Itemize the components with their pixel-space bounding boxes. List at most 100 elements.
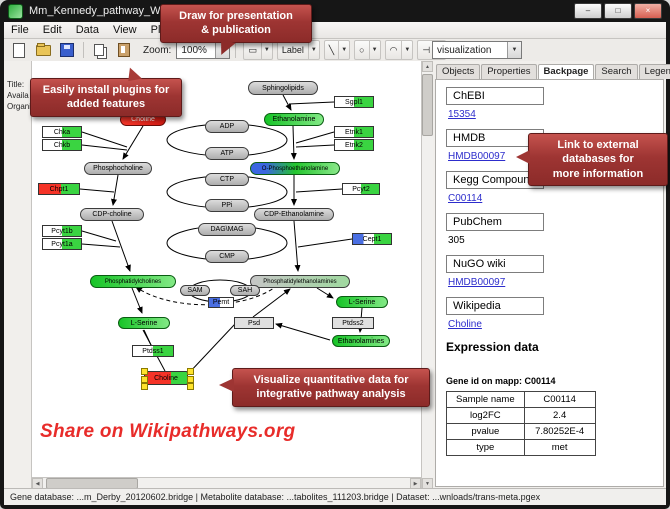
cell-sample-value: C00114: [523, 391, 596, 408]
callout-plugins-line2: added features: [66, 98, 146, 111]
minimize-button[interactable]: –: [574, 3, 602, 19]
paste-button[interactable]: [113, 40, 135, 60]
arc-tool-button[interactable]: ◠▼: [384, 40, 414, 60]
tab-search[interactable]: Search: [595, 64, 638, 79]
shape-tool-button[interactable]: ○▼: [354, 40, 381, 60]
tab-backpage[interactable]: Backpage: [537, 64, 595, 79]
pathway-node-phosphatidylethanolamines[interactable]: Phosphatidylethanolamines: [250, 275, 350, 288]
tab-objects[interactable]: Objects: [436, 64, 481, 79]
pathway-node-ppi[interactable]: PPi: [205, 199, 249, 212]
cell-sample-label: Sample name: [446, 391, 525, 408]
pathway-node-atp[interactable]: ATP: [205, 147, 249, 160]
pathway-node-l-serine-left[interactable]: L-Serine: [118, 317, 170, 329]
callout-visualize-line1: Visualize quantitative data for: [253, 374, 409, 386]
tab-properties[interactable]: Properties: [481, 64, 537, 79]
menu-view[interactable]: View: [112, 24, 137, 36]
pathway-node-sam[interactable]: SAM: [180, 285, 210, 296]
pathway-node-ethanolamines[interactable]: Ethanolamines: [332, 335, 390, 347]
selection-handle[interactable]: [187, 383, 194, 390]
pathway-node-sphingolipids[interactable]: Sphingolipids: [248, 81, 318, 95]
pathway-node-cept1[interactable]: Cept1: [352, 233, 392, 245]
info-label-organism: Organi: [7, 102, 32, 111]
vertical-scrollbar[interactable]: ▲ ▼: [421, 61, 433, 489]
chevron-down-icon[interactable]: ▼: [260, 41, 272, 59]
datanode-tool-button[interactable]: ▭▼: [243, 40, 273, 60]
chevron-down-icon[interactable]: ▼: [507, 42, 521, 58]
client-area: File Edit Data View Plugins Help Zoom: 1…: [4, 22, 670, 505]
callout-visualize: Visualize quantitative data for integrat…: [219, 368, 430, 407]
pathway-node-dag-mag[interactable]: DAG\MAG: [198, 223, 256, 236]
db-section-nugo: NuGO wiki HMDB00097: [446, 255, 653, 288]
chevron-down-icon[interactable]: ▼: [368, 41, 380, 59]
copy-button[interactable]: [89, 40, 111, 60]
cell-type-value: met: [523, 439, 596, 456]
pathway-node-ethanolamine[interactable]: Ethanolamine: [264, 113, 324, 126]
pathway-node-choline-selected[interactable]: Choline: [141, 368, 194, 390]
scroll-up-icon[interactable]: ▲: [422, 61, 433, 72]
pathway-node-etnk2[interactable]: Etnk2: [334, 139, 374, 151]
menu-edit[interactable]: Edit: [42, 24, 62, 36]
pathway-node-cmp[interactable]: CMP: [205, 250, 249, 263]
menu-data[interactable]: Data: [75, 24, 99, 36]
maximize-button[interactable]: □: [604, 3, 632, 19]
pubchem-value: 305: [448, 235, 465, 246]
save-button[interactable]: [56, 40, 78, 60]
chevron-down-icon[interactable]: ▼: [401, 41, 412, 59]
selection-handle[interactable]: [141, 383, 148, 390]
info-label-availability: Availa: [7, 91, 29, 100]
chebi-link[interactable]: 15354: [448, 109, 476, 120]
caption-buttons: – □ ×: [574, 3, 662, 19]
new-file-button[interactable]: [8, 40, 30, 60]
pathway-node-etnk1[interactable]: Etnk1: [334, 126, 374, 138]
open-button[interactable]: [32, 40, 54, 60]
nugo-link[interactable]: HMDB00097: [448, 277, 506, 288]
pathway-node-cdp-choline[interactable]: CDP-choline: [80, 208, 144, 221]
share-wikipathways-text: Share on Wikipathways.org: [40, 421, 296, 442]
pathway-node-chpt1[interactable]: Chpt1: [38, 183, 80, 195]
kegg-link[interactable]: C00114: [448, 193, 483, 204]
pathway-node-l-serine-right[interactable]: L-Serine: [336, 296, 388, 308]
selection-handle[interactable]: [141, 368, 148, 375]
save-icon: [60, 43, 74, 57]
pathway-node-ctp[interactable]: CTP: [205, 173, 249, 186]
selection-handle[interactable]: [187, 376, 194, 383]
pathway-node-cdp-ethanolamine[interactable]: CDP-Ethanolamine: [254, 208, 334, 221]
pathway-node-adp[interactable]: ADP: [205, 120, 249, 133]
vertical-scroll-thumb[interactable]: [422, 74, 433, 136]
cell-log2fc-label: log2FC: [446, 407, 525, 424]
pathway-node-ptdss2[interactable]: Ptdss2: [332, 317, 374, 329]
pathway-node-chka[interactable]: Chka: [42, 126, 82, 138]
selection-handle[interactable]: [187, 368, 194, 375]
menu-file[interactable]: File: [11, 24, 29, 36]
pathway-node-pemt[interactable]: Pemt: [208, 297, 234, 308]
pathway-node-o-phosphoethanolamine[interactable]: O-Phosphoethanolamine: [250, 162, 340, 175]
callout-link-line1: Link to external: [557, 139, 639, 151]
pathway-node-sah[interactable]: SAH: [230, 285, 260, 296]
arc-icon: ◠: [389, 44, 398, 55]
pathway-node-pcyt1a[interactable]: Pcyt1a: [42, 238, 82, 250]
visualization-value: visualization: [437, 44, 492, 56]
pathway-node-ptdss1[interactable]: Ptdss1: [132, 345, 174, 357]
pathway-node-psd[interactable]: Psd: [234, 317, 274, 329]
pathway-node-chkb[interactable]: Chkb: [42, 139, 82, 151]
datanode-icon: ▭: [248, 44, 257, 55]
line-tool-button[interactable]: ╲▼: [323, 40, 351, 60]
db-header-chebi: ChEBI: [446, 87, 544, 105]
pathway-node-pcyt1b[interactable]: Pcyt1b: [42, 225, 82, 237]
visualization-combobox[interactable]: visualization ▼: [432, 41, 522, 59]
pathway-node-pcyt2[interactable]: Pcyt2: [342, 183, 380, 195]
selection-handle[interactable]: [141, 376, 148, 383]
pathway-node-phosphocholine[interactable]: Phosphocholine: [84, 162, 152, 175]
pathway-node-sgpl1[interactable]: Sgpl1: [334, 96, 374, 108]
tab-legend[interactable]: Legend: [638, 64, 670, 79]
hmdb-link[interactable]: HMDB00097: [448, 151, 506, 162]
pathway-node-phosphatidylcholines[interactable]: Phosphatidylcholines: [90, 275, 176, 288]
label-tool-button[interactable]: Label▼: [276, 40, 320, 60]
zoom-label: Zoom:: [143, 44, 172, 56]
wikipedia-link[interactable]: Choline: [448, 319, 482, 330]
close-button[interactable]: ×: [634, 3, 662, 19]
chevron-down-icon[interactable]: ▼: [338, 41, 349, 59]
chevron-down-icon[interactable]: ▼: [307, 41, 319, 59]
